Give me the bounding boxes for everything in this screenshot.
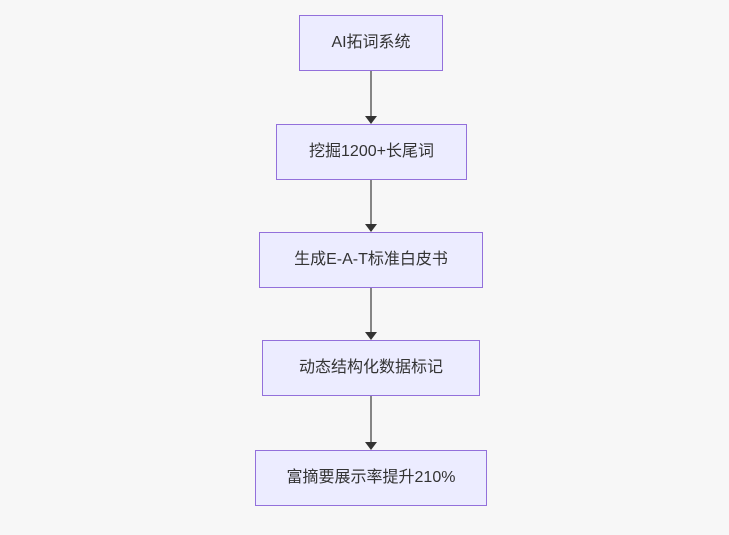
flow-node-eat-whitepaper: 生成E-A-T标准白皮书	[259, 232, 483, 288]
arrow-head-icon	[365, 224, 377, 232]
flow-node-rich-snippet-uplift: 富摘要展示率提升210%	[255, 450, 487, 506]
flow-node-ai-word-expansion: AI拓词系统	[299, 15, 443, 71]
arrow-head-icon	[365, 116, 377, 124]
arrow-head-icon	[365, 332, 377, 340]
flow-arrow-3	[365, 288, 377, 340]
arrow-shaft	[370, 71, 372, 116]
arrow-head-icon	[365, 442, 377, 450]
flow-node-label: 生成E-A-T标准白皮书	[294, 251, 448, 269]
flow-node-label: 富摘要展示率提升210%	[286, 469, 456, 487]
flow-node-label: 挖掘1200+长尾词	[309, 143, 434, 161]
flow-node-structured-data-markup: 动态结构化数据标记	[262, 340, 480, 396]
flow-node-label: 动态结构化数据标记	[298, 359, 443, 377]
flow-arrow-1	[365, 71, 377, 124]
flow-node-label: AI拓词系统	[331, 34, 411, 52]
flow-arrow-2	[365, 180, 377, 232]
arrow-shaft	[370, 180, 372, 224]
arrow-shaft	[370, 396, 372, 442]
flow-arrow-4	[365, 396, 377, 450]
arrow-shaft	[370, 288, 372, 332]
flow-node-longtail-mining: 挖掘1200+长尾词	[276, 124, 467, 180]
